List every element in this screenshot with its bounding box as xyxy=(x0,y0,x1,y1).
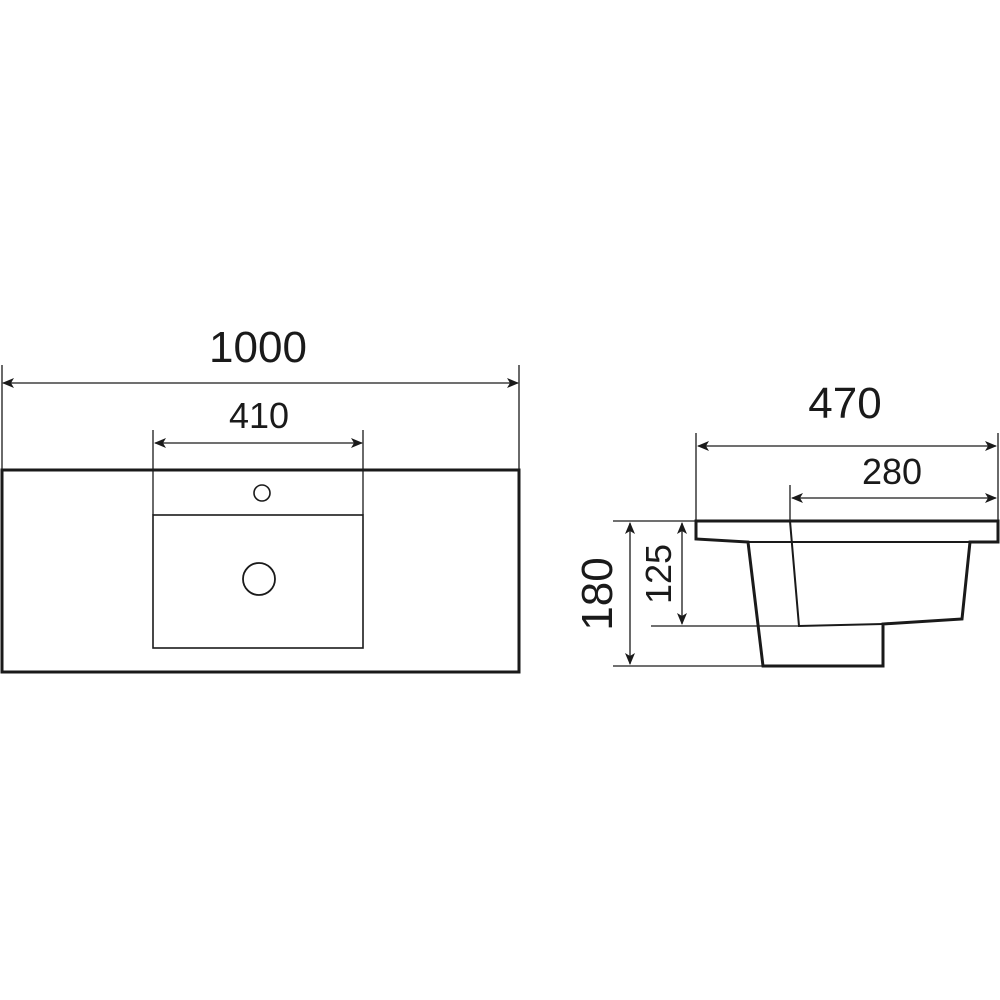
tap-hole xyxy=(253,484,271,502)
side-view: 470 280 180 125 xyxy=(573,379,1000,668)
front-view: 1000 410 xyxy=(0,323,521,674)
countertop-outline xyxy=(0,468,521,674)
drain-hole xyxy=(242,562,276,596)
basin-height-label: 125 xyxy=(638,544,679,604)
basin-width-label: 410 xyxy=(229,395,289,436)
width-label: 1000 xyxy=(209,323,307,372)
basin-inner-profile xyxy=(789,520,884,628)
height-label: 180 xyxy=(573,557,622,630)
basin-depth-label: 280 xyxy=(862,451,922,492)
basin-outline xyxy=(152,514,364,649)
depth-label: 470 xyxy=(808,379,881,428)
